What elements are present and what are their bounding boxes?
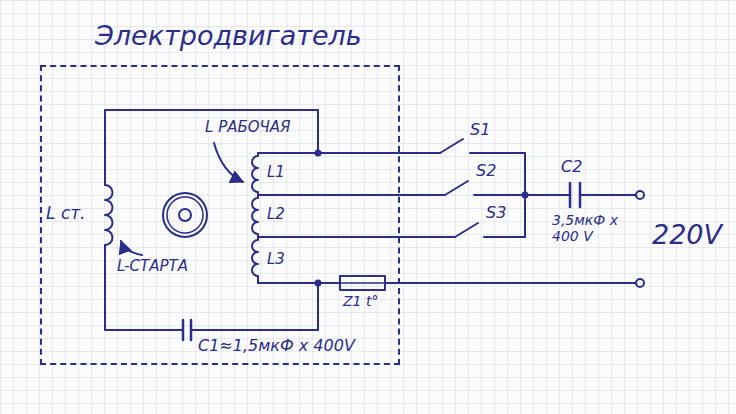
wire (258, 236, 455, 238)
wire (474, 194, 525, 196)
component-value: 3,5мкФ х 400 V (552, 212, 636, 244)
switch-symbol (440, 139, 463, 153)
housing-title: Электродвигатель (95, 20, 362, 51)
junction-dot (315, 150, 322, 157)
rotor (167, 197, 203, 233)
switch-symbol (445, 181, 468, 195)
component-value: C1≈1,5мкФ х 400V (198, 337, 355, 355)
switch-label: S3 (486, 204, 506, 222)
start-coil (105, 185, 113, 245)
coil-label: L ст. (46, 204, 86, 224)
junction-dot (522, 192, 529, 199)
terminal (636, 279, 644, 287)
wire (385, 282, 636, 284)
rotor (163, 193, 207, 237)
junction-dot (315, 280, 322, 287)
wire (470, 152, 525, 154)
capacitor-symbol (183, 320, 191, 340)
component-label: Z1 t° (343, 293, 378, 309)
capacitor-symbol (570, 183, 580, 207)
pointer-arrow (121, 241, 142, 255)
coil-label: L РАБОЧАЯ (205, 119, 291, 136)
wire (525, 194, 570, 196)
coil-label: L-СТАРТА (117, 258, 188, 275)
wire (258, 282, 340, 284)
component-label: C2 (561, 158, 582, 176)
tap-label: L1 (267, 164, 285, 181)
thermal-fuse (340, 282, 385, 284)
switch-symbol (455, 223, 478, 237)
wire (191, 283, 318, 330)
wire (258, 194, 445, 196)
rotor-shaft (179, 209, 191, 221)
tap-label: L2 (267, 206, 285, 223)
wire (105, 110, 440, 185)
thermal-fuse (340, 276, 385, 290)
pointer-arrow (214, 143, 243, 182)
wire (580, 194, 636, 196)
motor-housing: Электродвигатель (40, 65, 400, 365)
wire (258, 152, 318, 154)
switch-label: S2 (476, 162, 496, 180)
voltage-label: 220V (652, 219, 722, 250)
switch-label: S1 (470, 121, 490, 139)
tap-label: L3 (267, 251, 285, 268)
terminal (636, 191, 644, 199)
wire (484, 236, 525, 238)
run-coil (252, 153, 258, 283)
